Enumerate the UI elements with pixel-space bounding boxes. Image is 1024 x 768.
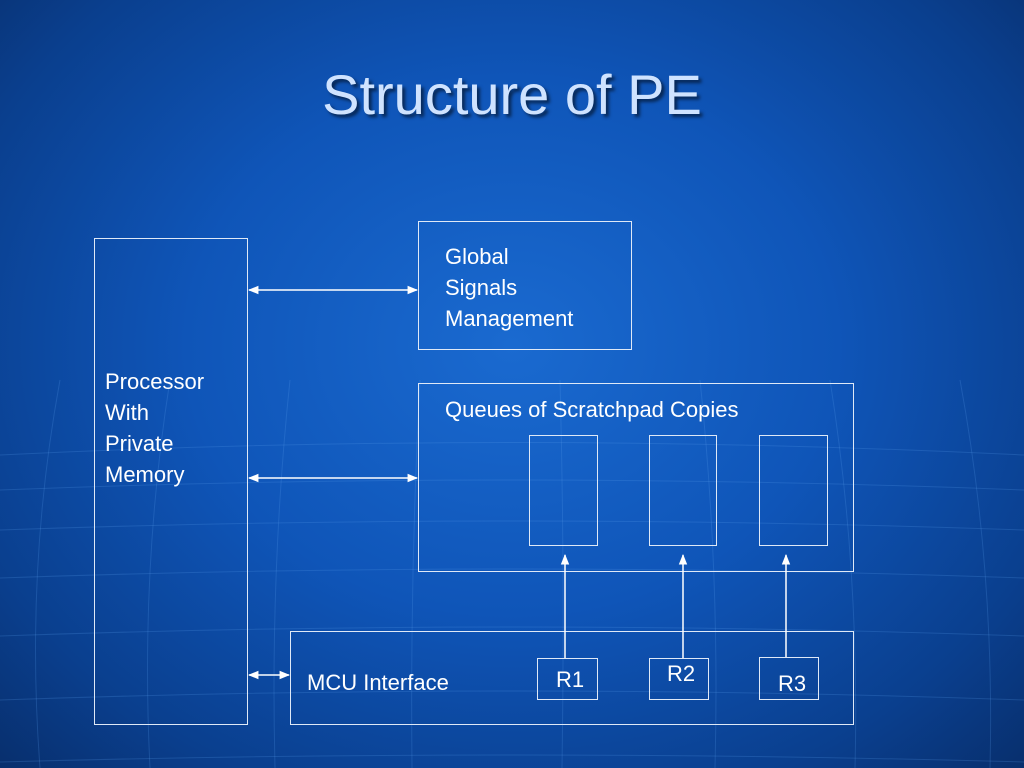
processor-label-line: With — [105, 400, 149, 425]
mcu-interface-label: MCU Interface — [307, 670, 449, 695]
processor-box — [94, 238, 248, 725]
processor-label-line: Memory — [105, 462, 185, 487]
queue-slot-3 — [759, 435, 828, 546]
global-signals-box — [418, 221, 632, 350]
register-r1-label: R1 — [556, 667, 585, 692]
queue-slot-2 — [649, 435, 717, 546]
global-signals-label: Global Signals Management — [445, 241, 573, 334]
register-r2-label: R2 — [667, 661, 696, 686]
queues-label: Queues of Scratchpad Copies — [445, 397, 739, 422]
processor-label: Processor With Private Memory — [105, 366, 204, 490]
register-r3-label: R3 — [778, 671, 807, 696]
global-signals-label-line: Management — [445, 306, 574, 331]
register-r1-box — [537, 658, 598, 700]
queue-slot-1 — [529, 435, 598, 546]
mcu-interface-box — [290, 631, 854, 725]
queues-box — [418, 383, 854, 572]
processor-label-line: Processor — [105, 369, 205, 394]
register-r3-box — [759, 657, 819, 700]
global-signals-label-line: Global — [445, 244, 509, 269]
slide-title: Structure of PE — [322, 63, 702, 126]
global-signals-label-line: Signals — [445, 275, 518, 300]
register-r2-box — [649, 658, 709, 700]
processor-label-line: Private — [105, 431, 174, 456]
